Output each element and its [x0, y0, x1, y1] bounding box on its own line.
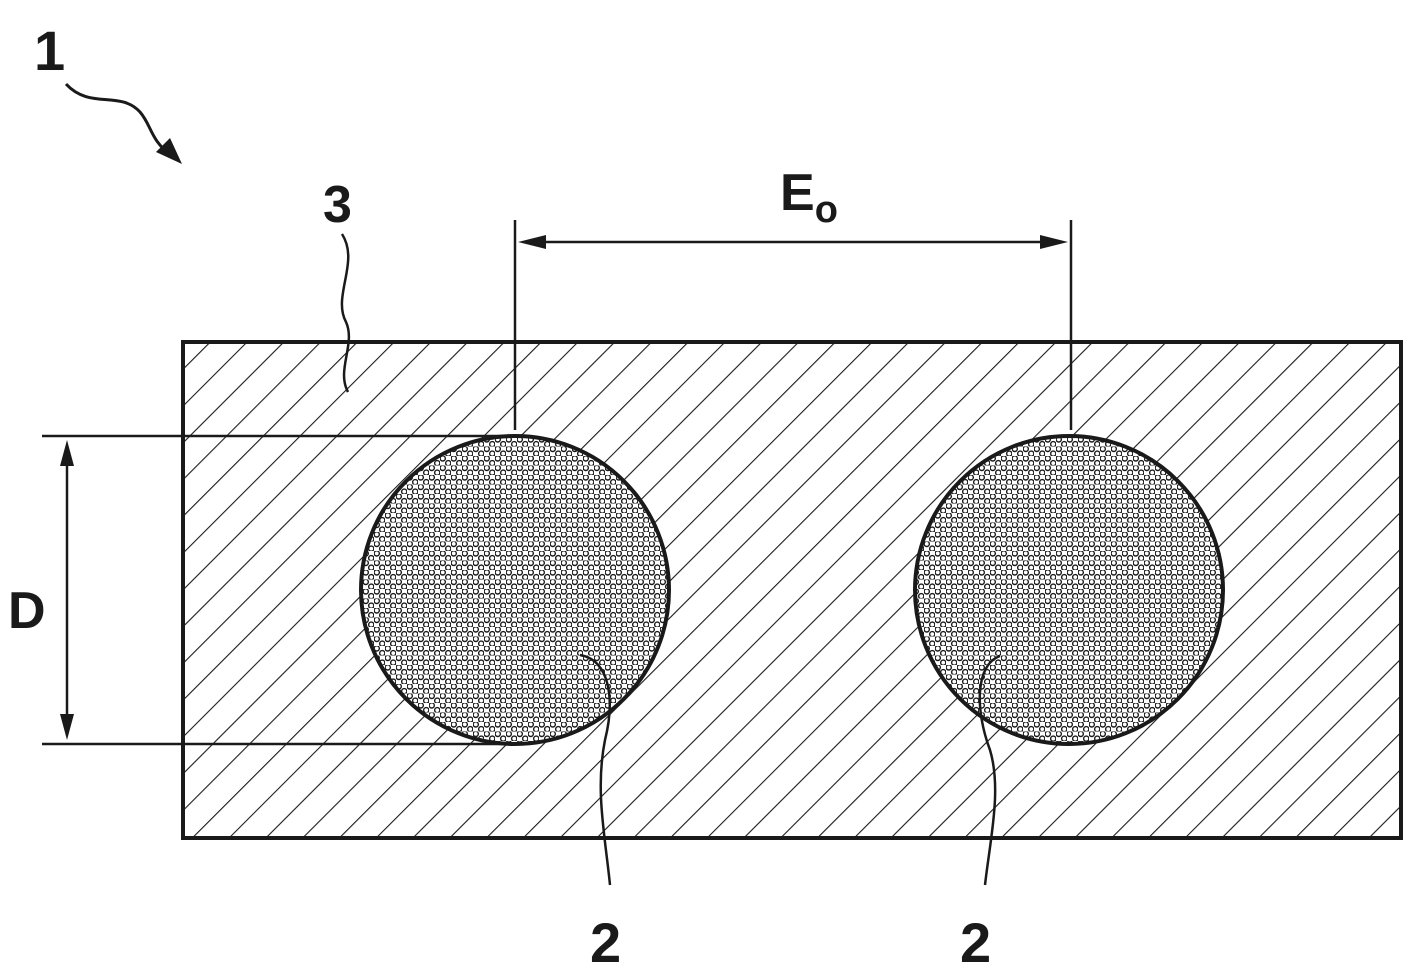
fiber-bundle-right	[913, 434, 1225, 746]
spacing-label: Eo	[780, 164, 838, 231]
spacing-label-sub: o	[815, 189, 838, 231]
fiber-label-right: 2	[960, 911, 991, 974]
spacing-dimension	[513, 220, 1073, 430]
fiber-bundle-left	[359, 434, 671, 746]
assembly-label: 1	[34, 19, 65, 82]
spacing-label-main: E	[780, 164, 815, 222]
matrix-leader	[340, 233, 351, 393]
fiber-leader-left	[579, 653, 612, 886]
matrix-outline	[181, 340, 1403, 840]
matrix-label: 3	[323, 176, 352, 234]
diameter-label: D	[8, 582, 46, 640]
fiber-label-left: 2	[590, 911, 621, 974]
fiber-leader-right	[978, 654, 1001, 886]
assembly-leader	[64, 82, 182, 164]
diameter-dimension	[42, 434, 515, 746]
